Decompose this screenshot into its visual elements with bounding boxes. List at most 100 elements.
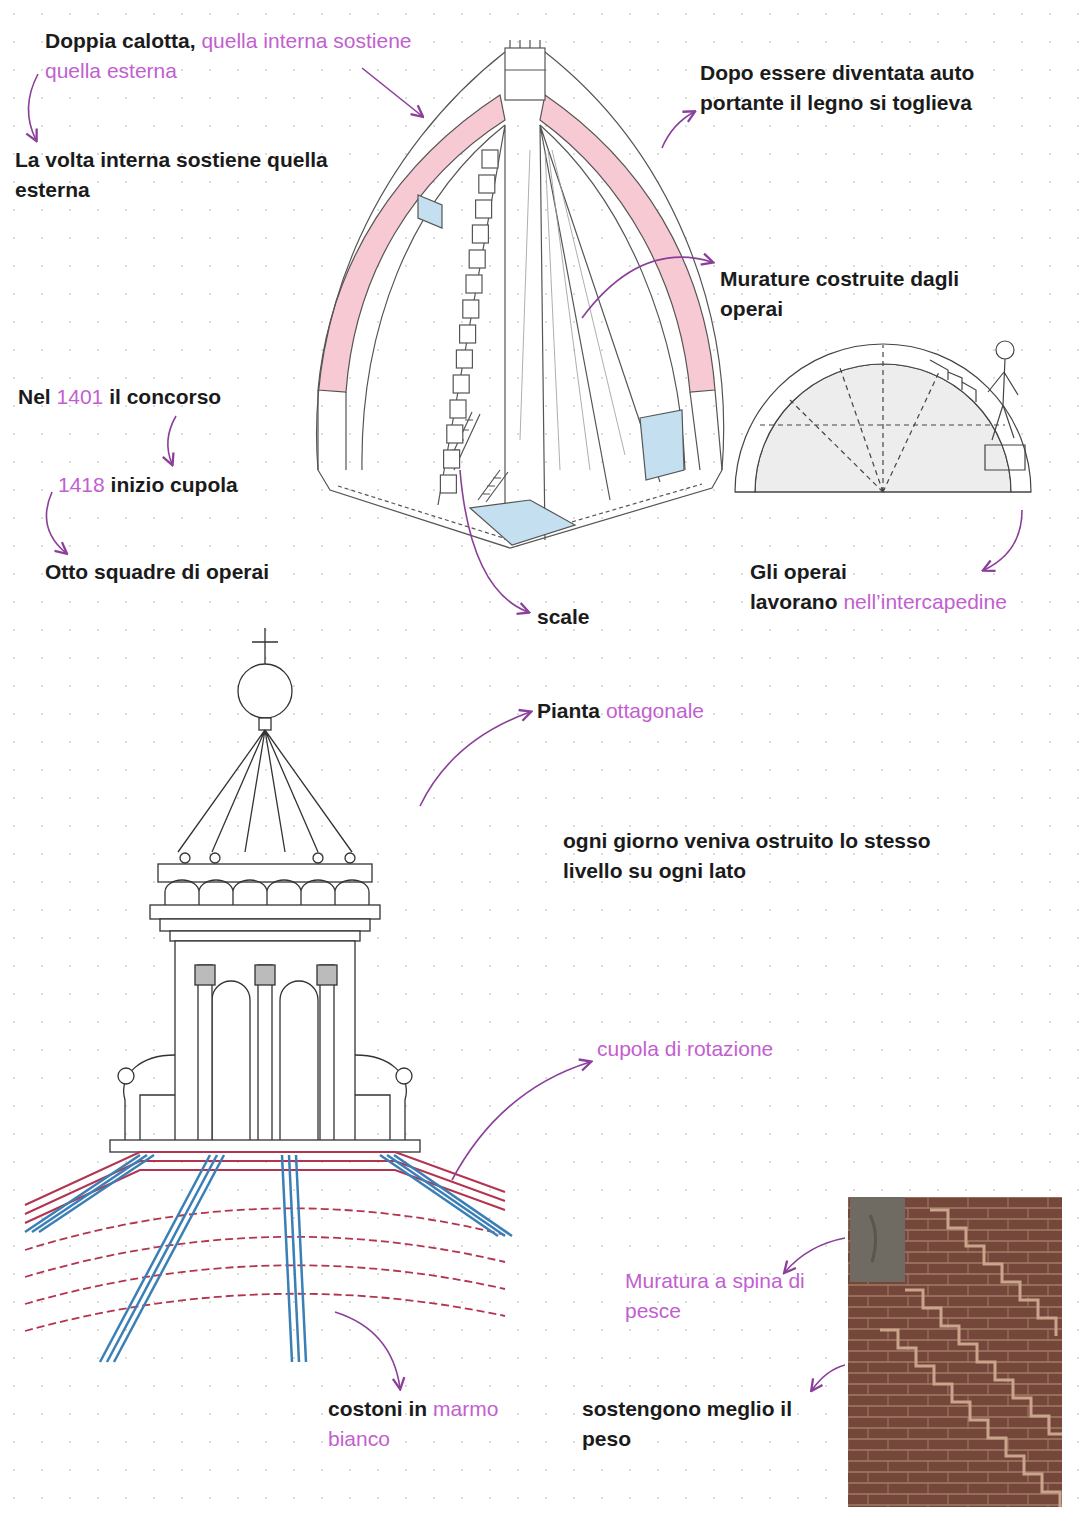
mortar-line bbox=[848, 1438, 1062, 1439]
mortar-joint bbox=[1027, 1340, 1028, 1351]
section-radius bbox=[790, 345, 940, 492]
rib-line bbox=[438, 125, 660, 540]
mortar-joint bbox=[1047, 1263, 1048, 1274]
mortar-joint bbox=[907, 1472, 908, 1483]
note-text: Otto squadre di operai bbox=[45, 560, 269, 583]
mortar-joint bbox=[1027, 1428, 1028, 1439]
mortar-joint bbox=[1047, 1241, 1048, 1252]
rib-opening bbox=[440, 475, 456, 493]
mortar-joint bbox=[967, 1285, 968, 1296]
mortar-joint bbox=[867, 1472, 868, 1483]
mortar-line bbox=[848, 1449, 1062, 1450]
mortar-joint bbox=[1047, 1219, 1048, 1230]
capital bbox=[255, 965, 275, 985]
lantern-ball bbox=[238, 664, 292, 718]
note-text: Nel bbox=[18, 385, 51, 408]
scaffold-line bbox=[520, 150, 625, 470]
mortar-joint bbox=[947, 1362, 948, 1373]
mortar-joint bbox=[927, 1417, 928, 1428]
mortar-joint bbox=[1007, 1307, 1008, 1318]
buttress bbox=[140, 1095, 390, 1145]
mortar-joint bbox=[848, 1417, 849, 1428]
mortar-joint bbox=[987, 1318, 988, 1329]
mortar-joint bbox=[967, 1219, 968, 1230]
rib-opening bbox=[469, 250, 485, 268]
rib-opening bbox=[479, 175, 495, 193]
mortar-joint bbox=[927, 1285, 928, 1296]
mortar-joint bbox=[867, 1428, 868, 1439]
mortar-joint bbox=[848, 1439, 849, 1450]
mortar-joint bbox=[947, 1252, 948, 1263]
mortar-line bbox=[848, 1493, 1062, 1494]
mortar-joint bbox=[987, 1450, 988, 1461]
photo-ground bbox=[848, 1197, 1062, 1507]
note-text: Dopo essere diventata auto portante il l… bbox=[700, 61, 974, 114]
mortar-joint bbox=[1047, 1197, 1048, 1208]
marble-ribs bbox=[25, 1155, 512, 1362]
mortar-joint bbox=[1007, 1439, 1008, 1450]
leader-arrow bbox=[28, 74, 38, 140]
mortar-joint bbox=[927, 1395, 928, 1406]
stair-symbol bbox=[478, 470, 508, 502]
mortar-joint bbox=[1027, 1406, 1028, 1417]
mortar-joint bbox=[907, 1318, 908, 1329]
mortar-line bbox=[848, 1284, 1062, 1285]
mortar-joint bbox=[907, 1494, 908, 1505]
dome-surface bbox=[25, 1152, 512, 1362]
mortar-joint bbox=[848, 1505, 849, 1507]
rib-opening bbox=[476, 200, 492, 218]
mortar-line bbox=[848, 1339, 1062, 1340]
scroll bbox=[118, 1068, 134, 1084]
mortar-joint bbox=[867, 1340, 868, 1351]
mortar-line bbox=[848, 1350, 1062, 1351]
mortar-line bbox=[848, 1471, 1062, 1472]
rib-opening bbox=[482, 150, 498, 168]
mortar-line bbox=[848, 1295, 1062, 1296]
mortar-joint bbox=[848, 1197, 849, 1208]
lantern-drawing bbox=[110, 628, 420, 1152]
mortar-joint bbox=[1047, 1505, 1048, 1507]
mortar-joint bbox=[967, 1483, 968, 1494]
mortar-joint bbox=[848, 1483, 849, 1494]
cornice bbox=[150, 905, 380, 919]
mortar-joint bbox=[1027, 1450, 1028, 1461]
outer-shell-line bbox=[317, 52, 505, 470]
mortar-joint bbox=[887, 1417, 888, 1428]
mortar-joint bbox=[907, 1362, 908, 1373]
rib-opening bbox=[447, 425, 463, 443]
finial bbox=[210, 853, 220, 863]
leader-arrows bbox=[28, 68, 1022, 1390]
mortar-joint bbox=[967, 1461, 968, 1472]
leader-arrow bbox=[335, 1312, 400, 1388]
red-course bbox=[25, 1208, 505, 1250]
note-text: Gli operai lavorano bbox=[750, 560, 847, 613]
rib-opening bbox=[472, 225, 488, 243]
red-course bbox=[25, 1265, 505, 1304]
note-plan: Piantaottagonale bbox=[537, 696, 837, 726]
mortar-joint bbox=[927, 1197, 928, 1208]
note-herringbone: Muratura a spina di pesce bbox=[625, 1266, 805, 1326]
marble-rib bbox=[387, 1155, 505, 1236]
mortar-joint bbox=[987, 1406, 988, 1417]
mortar-joint bbox=[907, 1428, 908, 1439]
note-teams: Otto squadre di operai bbox=[45, 557, 375, 587]
mortar-joint bbox=[867, 1406, 868, 1417]
note-double-shell: Doppia calotta,quella interna sostiene q… bbox=[45, 26, 435, 86]
mortar-joint bbox=[1047, 1373, 1048, 1384]
rib-opening bbox=[444, 450, 460, 468]
mortar-joint bbox=[967, 1307, 968, 1318]
mortar-joint bbox=[1007, 1219, 1008, 1230]
lantern-crown bbox=[158, 864, 372, 882]
mortar-joint bbox=[907, 1274, 908, 1285]
mortar-joint bbox=[987, 1252, 988, 1263]
note-daily: ogni giorno veniva ostruito lo stesso li… bbox=[563, 826, 953, 886]
mortar-joint bbox=[947, 1494, 948, 1505]
highlight-text: cupola di rotazione bbox=[597, 1037, 773, 1060]
mortar-joint bbox=[1027, 1230, 1028, 1241]
rib-opening bbox=[453, 375, 469, 393]
leader-arrow bbox=[460, 470, 528, 612]
inner-shell-section bbox=[540, 95, 715, 392]
mortar-joint bbox=[947, 1450, 948, 1461]
capital bbox=[195, 965, 215, 985]
